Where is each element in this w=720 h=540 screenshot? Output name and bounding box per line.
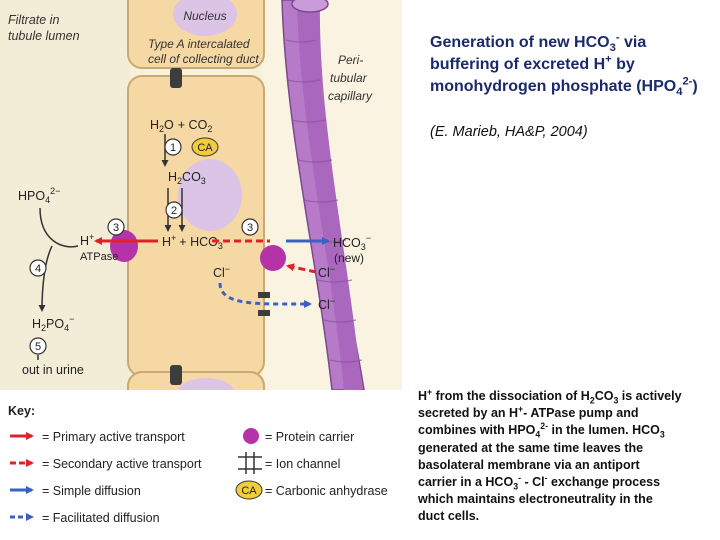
para-line-5: basolateral membrane via an antiport [418, 457, 640, 472]
para-line-7: which maintains electroneutrality in the [418, 492, 653, 507]
buffering-curve [40, 207, 79, 310]
atpase-pump [110, 230, 138, 262]
key-facilitated-label: = Facilitated diffusion [42, 511, 160, 525]
nucleus-main [178, 159, 242, 231]
cell-label-2: cell of collecting duct [148, 52, 259, 66]
key-protein-label: = Protein carrier [265, 430, 354, 444]
para-line-2: secreted by an H+- ATPase pump and [418, 404, 639, 421]
step-2-circle [165, 201, 183, 219]
diagram-figure: Filtrate in tubule lumen Nucleus Type A … [0, 0, 402, 540]
para-line-3: combines with HPO42- in the lumen. HCO3 [418, 421, 665, 440]
cl-interstitial: Cl− [318, 264, 335, 280]
key-title: Key: [8, 404, 35, 418]
para-line-6: carrier in a HCO3- - Cl- exchange proces… [418, 472, 661, 492]
para-line-1: H+ from the dissociation of H2CO3 is act… [418, 386, 682, 406]
step-1-circle [164, 138, 182, 156]
slide-title: Generation of new HCO3- via buffering of… [430, 31, 698, 99]
capillary-stripes [285, 39, 363, 363]
cl-cell: Cl− [213, 264, 230, 280]
junction-bottom [170, 365, 182, 385]
antiport-carrier [260, 245, 286, 271]
step-3a-circle [107, 218, 125, 236]
step-5-circle [29, 337, 47, 355]
step-4-circle [29, 259, 47, 277]
new-label: (new) [334, 251, 364, 265]
step-3b: 3 [247, 222, 253, 234]
key-secondary-label: = Secondary active transport [42, 457, 202, 471]
key-primary-label: = Primary active transport [42, 430, 185, 444]
ca-label: CA [197, 142, 213, 154]
para-line-4: generated at the same time leaves the [418, 440, 644, 455]
cell-label-1: Type A intercalated [148, 37, 250, 51]
cl-in-arrow [286, 263, 317, 274]
cl-diffusion-arrow [218, 282, 312, 308]
atpase-label: ATPase [80, 251, 118, 263]
key-channel-label: = Ion channel [265, 457, 340, 471]
step-3a: 3 [113, 222, 119, 234]
cl-ion-channel [258, 292, 270, 316]
step-1: 1 [170, 142, 176, 154]
capillary-inner [297, 0, 362, 390]
capillary-end [291, 0, 329, 13]
h2po4-label: H2PO4− [32, 314, 74, 333]
key-ca-text: CA [241, 485, 257, 497]
lumen-region [0, 0, 130, 390]
key-protein-symbol [243, 428, 259, 444]
filtrate-label-1: Filtrate in [8, 13, 59, 27]
nucleus-top [173, 0, 237, 36]
para-line-8: duct cells. [418, 509, 480, 524]
description-paragraph: H+ from the dissociation of H2CO3 is act… [418, 386, 716, 526]
step-4: 4 [35, 263, 41, 275]
filtrate-label-2: tubule lumen [8, 29, 80, 43]
hco3-new-label: HCO3− [333, 233, 371, 252]
step-2: 2 [171, 205, 177, 217]
capillary-label-3: capillary [328, 89, 373, 103]
key-panel [0, 390, 402, 540]
citation: (E. Marieb, HA&P, 2004) [430, 124, 588, 140]
hpo4-label: HPO42− [18, 186, 60, 205]
key-ca-symbol [235, 480, 263, 500]
h2co3-label: H2CO3 [168, 170, 206, 186]
step-3b-circle [241, 218, 259, 236]
key-simple-label: = Simple diffusion [42, 484, 141, 498]
capillary-label-1: Peri- [338, 53, 363, 67]
cl-out: Cl− [318, 296, 335, 312]
h-plus-lumen: H+ [80, 232, 94, 248]
key-channel-symbol [238, 452, 262, 474]
ca-badge [191, 137, 219, 157]
capillary-label-2: tubular [330, 71, 368, 85]
nucleus-label: Nucleus [183, 9, 226, 23]
key-carbonic-label: = Carbonic anhydrase [265, 484, 388, 498]
h-plus-hco3: H++ HCO3 [162, 233, 223, 251]
junction-top [170, 68, 182, 88]
h2o-co2: H2O+ CO2 [150, 118, 212, 134]
step-5: 5 [35, 341, 41, 353]
out-in-urine: out in urine [22, 363, 84, 377]
